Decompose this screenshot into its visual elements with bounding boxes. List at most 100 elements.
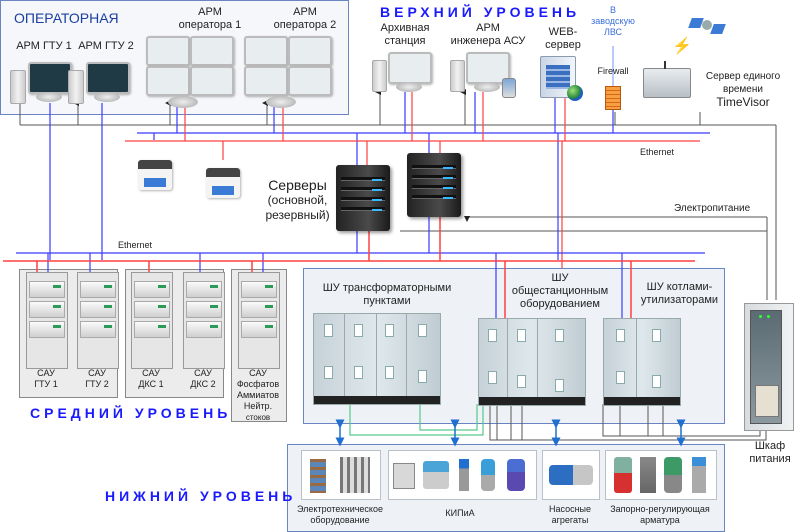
switchboard-general-label: ШУ общестанционным оборудованием xyxy=(505,272,615,311)
instrumentation-box[interactable] xyxy=(388,450,537,500)
group-line2: оборудование xyxy=(310,515,370,525)
controller-rack-chem[interactable] xyxy=(238,272,280,369)
controller-rack-dks2[interactable] xyxy=(183,272,225,369)
ctrl-line1: САУ xyxy=(88,368,106,378)
controller-rack-gtu2[interactable] xyxy=(77,272,119,369)
ctrl-line1: САУ xyxy=(249,368,267,378)
controller-rack-gtu1[interactable] xyxy=(26,272,68,369)
timeserver-line3: TimeVisor xyxy=(716,95,770,109)
status-led xyxy=(767,315,770,318)
monitor-icon xyxy=(86,62,130,94)
gate-valve-icon xyxy=(692,457,706,493)
engineer-workstation[interactable] xyxy=(450,52,520,98)
switchboard-transformer[interactable] xyxy=(313,313,441,405)
ctrl-line2: ДКС 1 xyxy=(138,379,164,389)
sw-line1: ШУ xyxy=(551,272,569,284)
group-line1: Насосные xyxy=(548,504,592,514)
monitor-icon xyxy=(288,66,332,96)
monitor-stand xyxy=(474,82,500,92)
ctrl-line1: САУ xyxy=(142,368,160,378)
switchboard-boiler[interactable] xyxy=(603,318,681,406)
workstation-gtu2-label: АРМ ГТУ 2 xyxy=(78,40,134,52)
archive-station[interactable] xyxy=(372,52,432,94)
controller-display-icon xyxy=(393,463,415,489)
firewall-icon[interactable] xyxy=(605,86,621,110)
engineer-line1: АРМ xyxy=(476,22,500,34)
workstation-gtu1-label: АРМ ГТУ 1 xyxy=(16,40,72,52)
workstation-operator2[interactable] xyxy=(244,36,334,108)
magnetic-flowmeter-icon xyxy=(507,459,525,491)
monitor-stand xyxy=(36,92,62,102)
monitor-icon xyxy=(244,66,288,96)
lan-line2: заводскую xyxy=(591,16,635,26)
satellite-icon xyxy=(688,14,726,38)
time-server-device[interactable] xyxy=(643,61,691,98)
controller-dks2-label: САУ ДКС 2 xyxy=(183,368,223,390)
pda-icon xyxy=(502,78,516,98)
workstation-op2-line2: оператора 2 xyxy=(273,19,337,31)
switchboard-general[interactable] xyxy=(478,318,586,406)
ctrl-line5: стоков xyxy=(245,413,271,422)
engineer-workstation-label: АРМ инженера АСУ xyxy=(448,22,528,48)
monitor-icon xyxy=(388,52,432,84)
time-server-label: Сервер единого времени TimeVisor xyxy=(688,70,798,109)
monitor-icon xyxy=(288,36,332,66)
controller-gtu1-label: САУ ГТУ 1 xyxy=(26,368,66,390)
monitor-icon xyxy=(190,66,234,96)
controller-gtu2-label: САУ ГТУ 2 xyxy=(77,368,117,390)
ethernet-bus-a-top xyxy=(49,92,710,260)
lower-level-title: НИЖНИЙ УРОВЕНЬ xyxy=(105,488,297,504)
electrical-equipment-label: Электротехническое оборудование xyxy=(293,504,387,526)
power-cabinet-label: Шкаф питания xyxy=(745,440,795,466)
butterfly-valve-icon xyxy=(614,457,632,493)
timeserver-line1: Сервер единого xyxy=(705,71,781,82)
ctrl-line2: ГТУ 2 xyxy=(85,379,109,389)
workstation-operator1[interactable] xyxy=(146,36,236,108)
workstation-op1-label: АРМ оператора 1 xyxy=(170,6,250,32)
power-cabinet[interactable] xyxy=(744,303,794,431)
switchboard-boiler-label: ШУ котлами- утилизаторами xyxy=(637,281,722,307)
sw-line1: ШУ трансформаторными xyxy=(322,282,452,294)
workstation-op1-line1: АРМ xyxy=(198,6,222,18)
electrical-equipment-box[interactable] xyxy=(301,450,381,500)
group-line1: Запорно-регулирующая xyxy=(610,504,710,514)
sw-line3: оборудованием xyxy=(520,298,600,310)
power-label: Электропитание xyxy=(674,203,751,214)
ethernet-bus-b-bottom xyxy=(3,215,695,318)
group-line2: агрегаты xyxy=(551,515,589,525)
controller-rack-dks1[interactable] xyxy=(131,272,173,369)
antenna-icon xyxy=(664,61,666,69)
pressure-transmitter-icon xyxy=(481,459,495,491)
printer-icon[interactable] xyxy=(138,160,172,190)
pc-tower-icon xyxy=(10,70,26,104)
printer-icon[interactable] xyxy=(206,168,240,198)
web-server[interactable] xyxy=(540,56,583,101)
pc-tower-icon xyxy=(68,70,84,104)
lan-line1: В xyxy=(609,5,616,15)
archive-line2: станция xyxy=(384,35,426,47)
valves-box[interactable] xyxy=(605,450,717,500)
primary-server[interactable] xyxy=(336,165,390,231)
monitor-icon xyxy=(244,36,288,66)
pump-units-box[interactable] xyxy=(542,450,600,500)
controller-chem-label: САУ Фосфатов Аммиатов Нейтр. стоков xyxy=(232,368,284,423)
monitor-icon xyxy=(190,36,234,66)
workstation-gtu1[interactable] xyxy=(10,62,72,104)
ctrl-line1: САУ xyxy=(194,368,212,378)
workstation-gtu2[interactable] xyxy=(68,62,130,104)
valves-label: Запорно-регулирующая арматура xyxy=(604,504,716,526)
pump-units-label: Насосные агрегаты xyxy=(542,504,598,526)
sw-line2: пунктами xyxy=(363,295,411,307)
signal-bolt-icon: ⚡ xyxy=(672,38,692,55)
instrumentation-label: КИПиА xyxy=(445,508,475,518)
firewall-label: Firewall xyxy=(597,66,629,76)
switchboard-transformer-label: ШУ трансформаторными пунктами xyxy=(312,282,462,308)
servers-line3: резервный) xyxy=(265,208,330,222)
ethernet-bus-b-top xyxy=(125,92,700,268)
backup-server[interactable] xyxy=(407,153,461,217)
cabinet-glass-door xyxy=(750,310,782,424)
middle-level-title: СРЕДНИЙ УРОВЕНЬ xyxy=(30,405,232,421)
web-line1: WEB- xyxy=(548,26,578,38)
workstation-op2-line1: АРМ xyxy=(293,6,317,18)
sw-line1: ШУ котлами- xyxy=(646,281,713,293)
